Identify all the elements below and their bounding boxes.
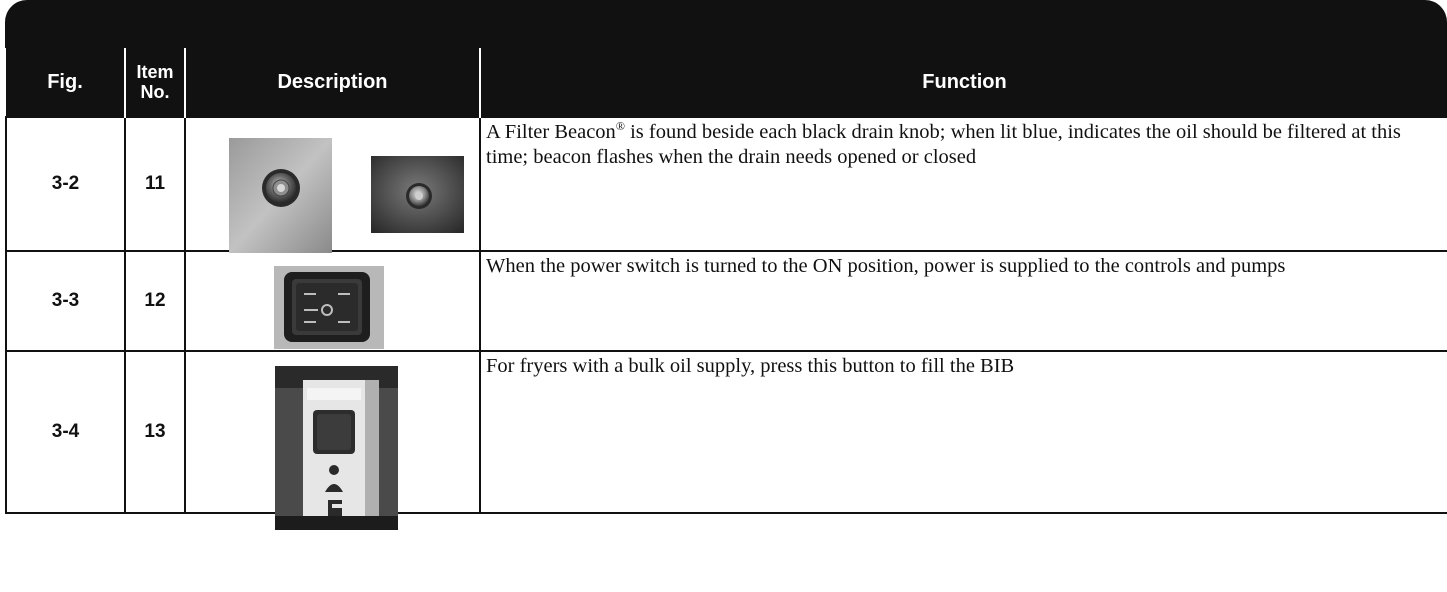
item-no-cell: 13 (124, 350, 186, 514)
power-switch-photo (274, 266, 384, 349)
header-function: Function (479, 48, 1447, 117)
table-row: 3-4 13 For fryers with a (5, 350, 1447, 530)
component-table: Fig. Item No. Description Function 3-2 1… (5, 48, 1447, 530)
function-cell: A Filter Beacon® is found beside each bl… (479, 116, 1447, 252)
item-no-cell: 11 (124, 116, 186, 252)
description-cell (184, 350, 481, 530)
header-item-no: Item No. (124, 48, 185, 117)
header-banner (5, 0, 1447, 48)
header-description: Description (184, 48, 480, 117)
function-text-post: is found beside each black drain knob; w… (486, 121, 1401, 168)
table-row: 3-3 12 When the power switch is turned t… (5, 250, 1447, 352)
table-header-row: Fig. Item No. Description Function (6, 48, 1447, 117)
fig-cell: 3-3 (5, 250, 126, 352)
filter-beacon-photo (229, 138, 332, 253)
table-row: 3-2 11 (5, 116, 1447, 253)
header-item-line1: Item (136, 62, 174, 82)
header-item-line2: No. (140, 82, 170, 102)
function-cell: For fryers with a bulk oil supply, press… (479, 350, 1447, 514)
description-cell (184, 116, 481, 253)
function-cell: When the power switch is turned to the O… (479, 250, 1447, 352)
item-no-cell: 12 (124, 250, 186, 352)
bib-fill-button-photo (275, 366, 398, 530)
fig-cell: 3-4 (5, 350, 126, 514)
registered-mark: ® (615, 119, 625, 134)
header-fig: Fig. (6, 48, 125, 117)
description-cell (184, 250, 481, 352)
function-text-pre: A Filter Beacon (486, 121, 616, 143)
fig-cell: 3-2 (5, 116, 126, 252)
filter-beacon-lit-photo (371, 156, 464, 233)
